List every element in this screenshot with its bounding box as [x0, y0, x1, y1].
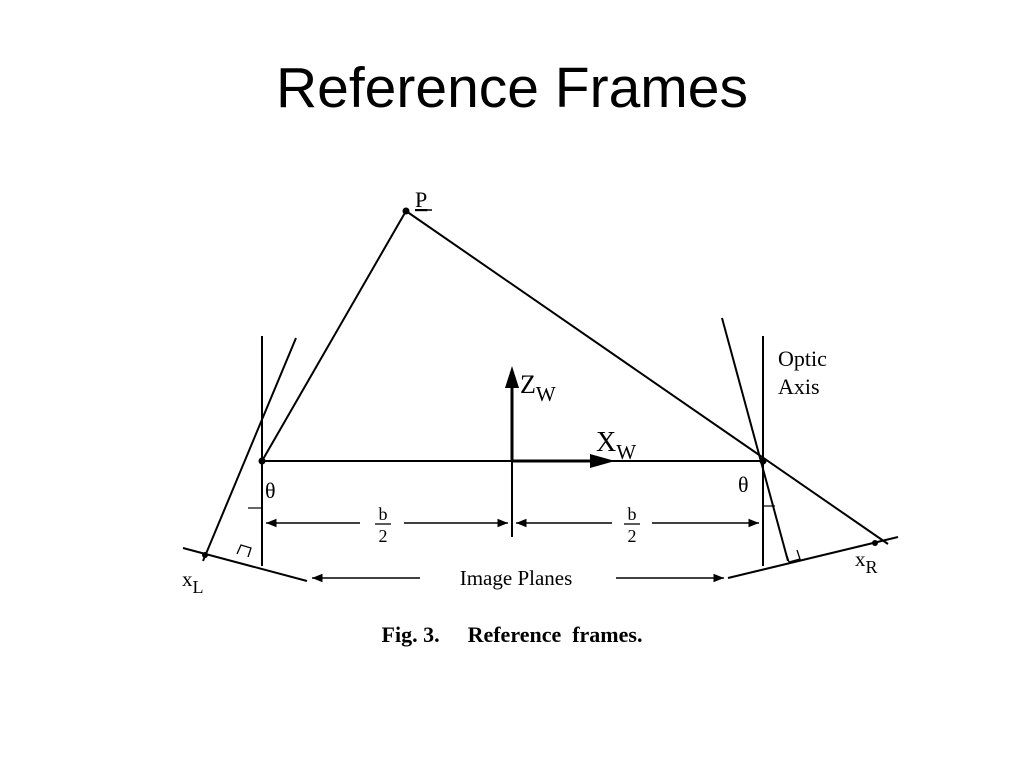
figure-caption: Fig. 3. Reference frames.: [0, 622, 1024, 648]
half-baseline-right-num: b: [628, 504, 637, 524]
right-center-dot: [759, 457, 767, 465]
x-axis-label: XW: [596, 427, 636, 464]
theta-right-label: θ: [738, 472, 749, 497]
image-planes-label: Image Planes: [460, 566, 573, 590]
caption-number: Fig. 3.: [381, 622, 440, 647]
optic-axis-label-line1: Optic: [778, 346, 827, 371]
half-baseline-right-den: 2: [628, 526, 637, 546]
x-right-dot: [872, 540, 878, 546]
x-arrowhead: [590, 454, 615, 468]
optic-axis-label-line2: Axis: [778, 374, 820, 399]
theta-left-label: θ: [265, 478, 276, 503]
right-image-plane: [727, 536, 899, 579]
half-baseline-left-den: 2: [379, 526, 388, 546]
z-arrowhead: [505, 366, 519, 388]
left-center-dot: [258, 457, 266, 465]
x-right-label: xR: [855, 547, 878, 577]
point-p-dot: [402, 207, 410, 215]
half-baseline-left-num: b: [379, 504, 388, 524]
slide-title: Reference Frames: [275, 56, 748, 120]
z-axis-label: ZW: [520, 370, 556, 406]
caption-text: Reference frames.: [467, 622, 643, 647]
left-right-angle-mark: [236, 544, 252, 558]
ray-p-left: [261, 210, 407, 462]
point-p-label: P: [415, 187, 427, 212]
right-optic-axis: [721, 317, 789, 562]
right-right-angle-mark: [785, 549, 801, 563]
left-optic-axis: [202, 337, 297, 562]
x-left-dot: [202, 552, 208, 558]
x-left-label: xL: [182, 567, 204, 597]
ray-p-right: [405, 210, 889, 545]
